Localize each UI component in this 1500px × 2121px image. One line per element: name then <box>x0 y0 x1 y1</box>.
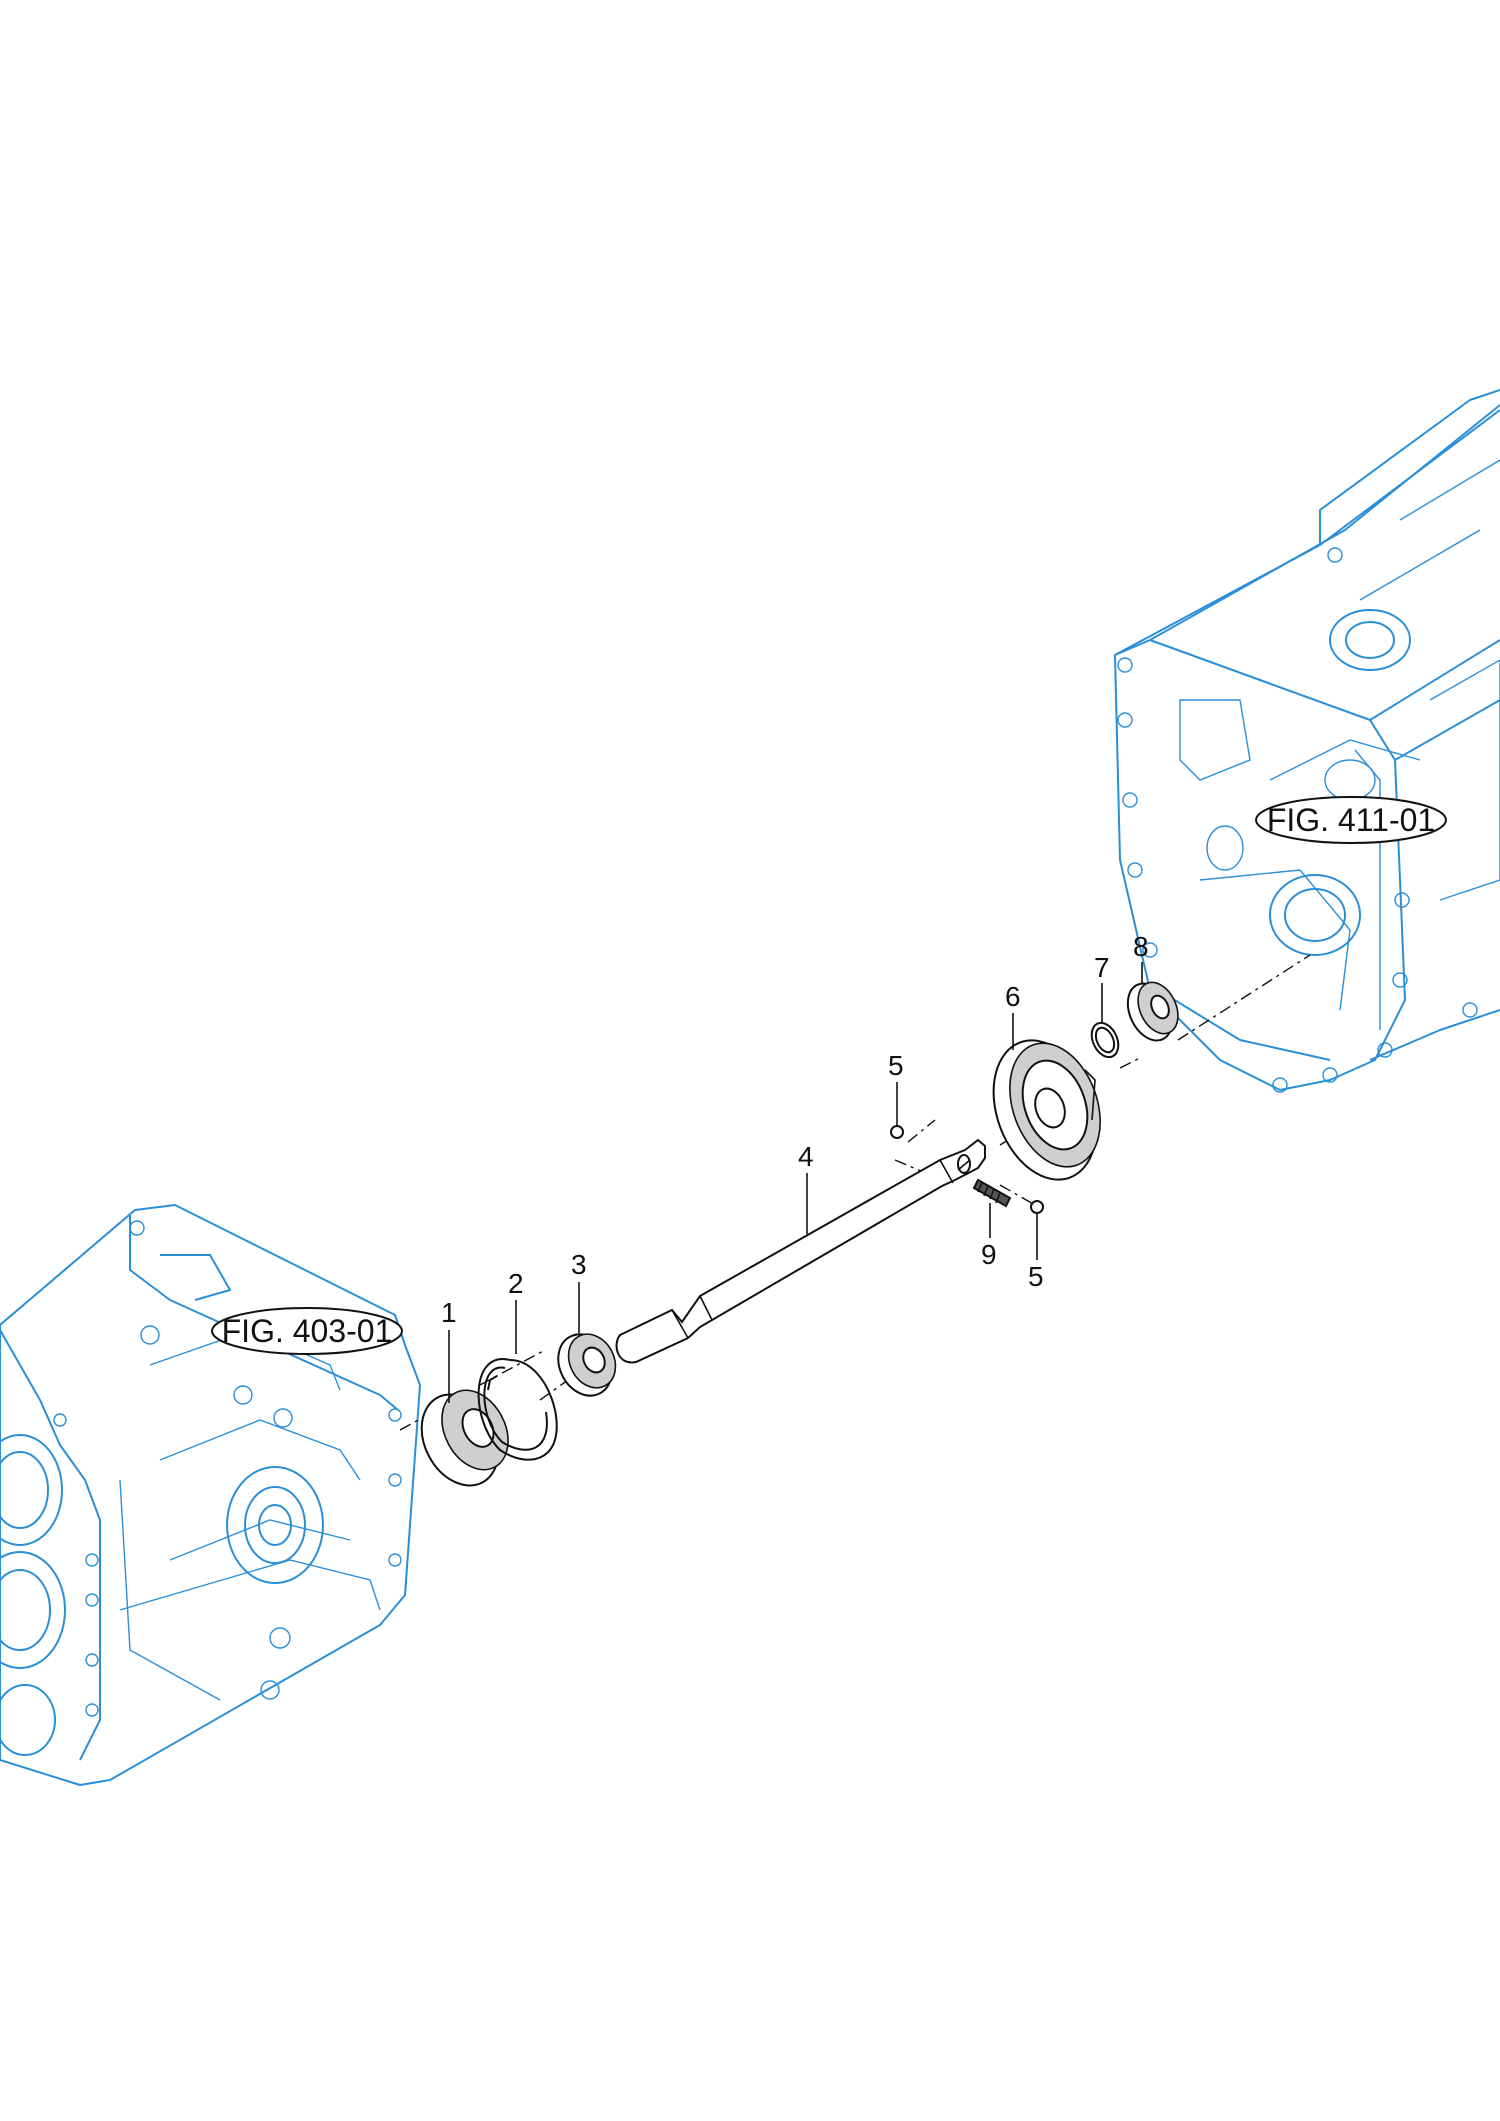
callout-8: 8 <box>1133 931 1149 962</box>
fig-ref-right[interactable]: FIG. 411-01 <box>1255 796 1447 844</box>
callout-5-lower: 5 <box>1028 1261 1044 1292</box>
part-8-bearing <box>1126 981 1179 1042</box>
part-3-bearing <box>557 1333 617 1397</box>
part-4-shaft <box>615 1138 986 1364</box>
callout-7: 7 <box>1094 952 1110 983</box>
callout-1: 1 <box>441 1297 457 1328</box>
part-7-retaining-ring <box>1090 1021 1120 1059</box>
fig-ref-left-label: FIG. 403-01 <box>222 1313 393 1349</box>
callout-4: 4 <box>798 1141 814 1172</box>
part-2-snap-ring <box>477 1358 558 1461</box>
part-9-spring <box>972 1178 1012 1208</box>
part-5-ball-lower <box>1030 1200 1044 1214</box>
callout-2: 2 <box>508 1268 524 1299</box>
callout-6: 6 <box>1005 981 1021 1012</box>
part-6-cover <box>992 1039 1101 1181</box>
part-5-ball-upper <box>890 1125 904 1139</box>
right-housing-drawing <box>1114 389 1500 1093</box>
callout-3: 3 <box>571 1249 587 1280</box>
fig-ref-left[interactable]: FIG. 403-01 <box>211 1307 403 1355</box>
fig-ref-right-label: FIG. 411-01 <box>1267 802 1435 838</box>
callout-leaders <box>448 962 1143 1403</box>
left-housing-drawing <box>0 1204 421 1786</box>
callout-5-upper: 5 <box>888 1050 904 1081</box>
part-1-seal <box>420 1389 509 1487</box>
callout-9: 9 <box>981 1239 997 1270</box>
